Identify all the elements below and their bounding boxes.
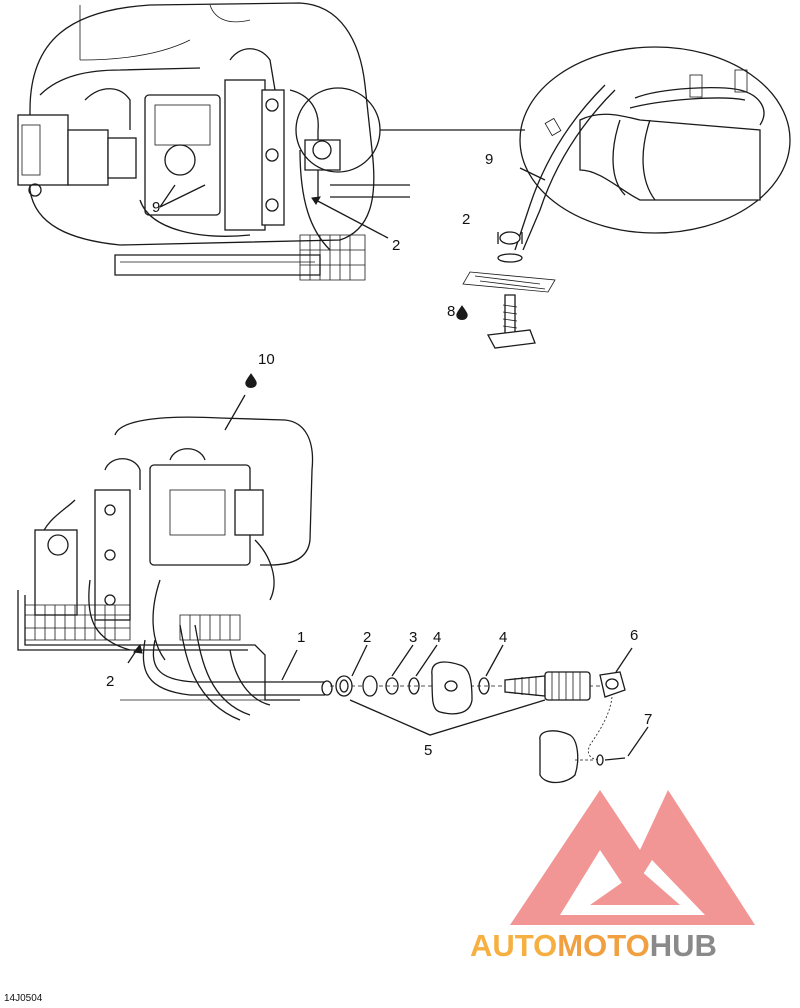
callout-9-detail: 9 — [485, 151, 494, 168]
watermark-brand-text: AUTOMOTOHUB — [470, 928, 800, 968]
lubricant-drop-icon — [245, 373, 257, 388]
callout-8: 8 — [447, 303, 456, 320]
callout-5: 5 — [424, 742, 433, 759]
reference-code: 14J0504 — [4, 993, 43, 1004]
brand-text-auto: AUTO — [470, 928, 558, 963]
detail-view — [462, 46, 791, 349]
callout-9-engine: 9 — [152, 199, 161, 216]
callout-2-detail: 2 — [462, 211, 471, 228]
callout-3: 3 — [409, 629, 418, 646]
filler-neck-parts — [330, 644, 649, 784]
watermark-logo-icon — [510, 790, 755, 925]
callout-4-a: 4 — [433, 629, 442, 646]
callout-4-b: 4 — [499, 629, 508, 646]
brand-text-hub: HUB — [649, 928, 717, 963]
callout-7: 7 — [644, 711, 653, 728]
bottom-engine-assembly — [17, 394, 333, 721]
callout-1: 1 — [297, 629, 306, 646]
top-engine-assembly — [17, 2, 525, 281]
lubricant-drop-icon — [456, 305, 468, 320]
callout-2-top: 2 — [392, 237, 401, 254]
callout-2-bottom-left: 2 — [106, 673, 115, 690]
callout-2-bottom: 2 — [363, 629, 372, 646]
brand-text-moto: MOTO — [557, 928, 650, 963]
callout-10: 10 — [258, 351, 275, 368]
callout-6: 6 — [630, 627, 639, 644]
